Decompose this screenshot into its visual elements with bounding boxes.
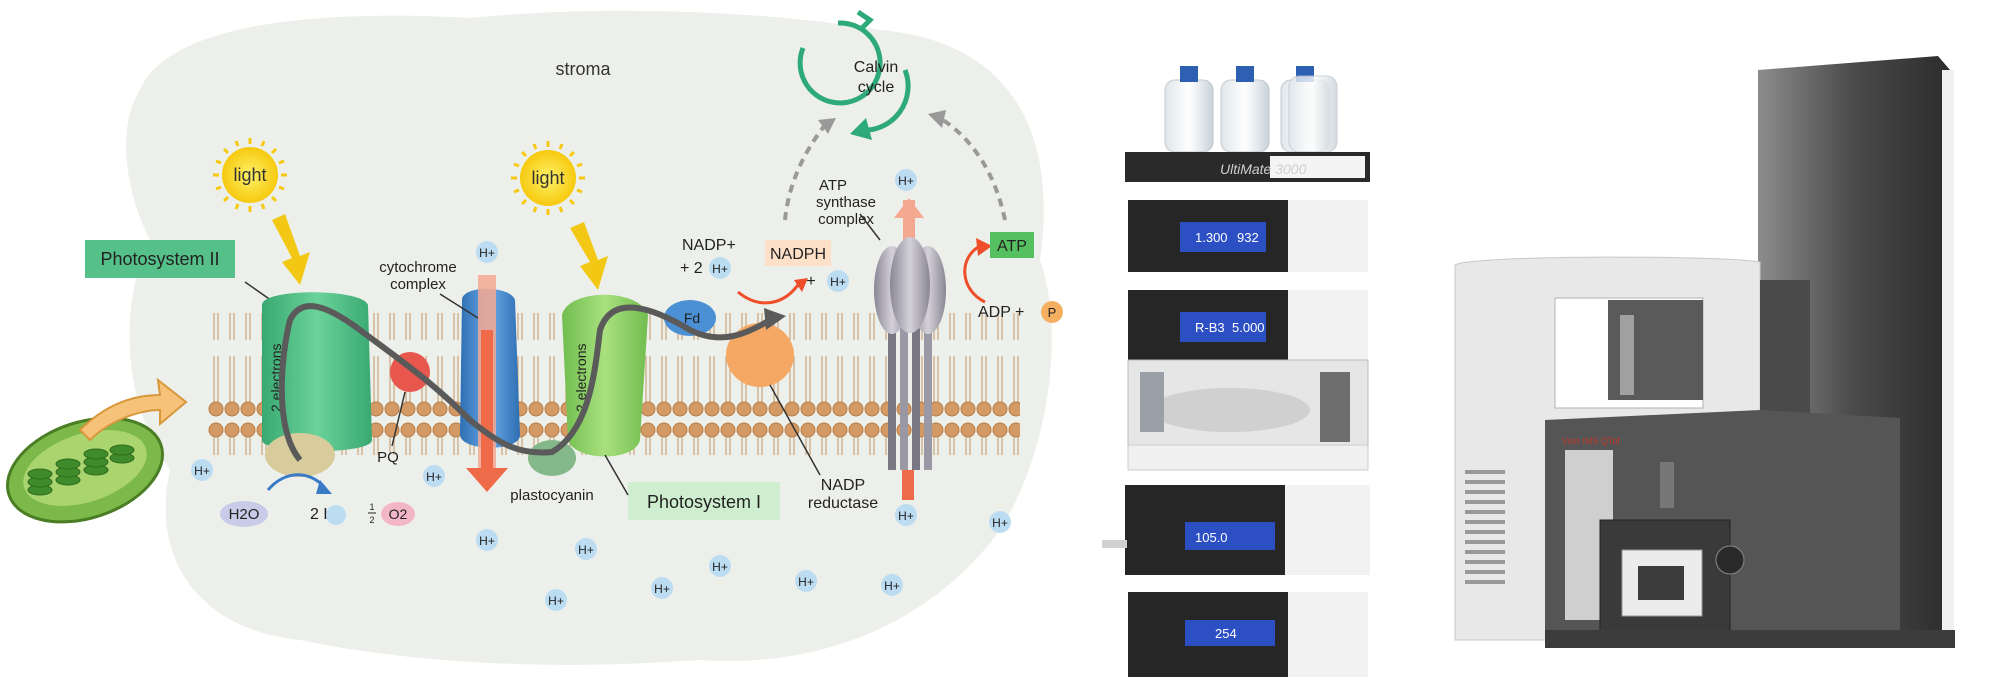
- light-arrow-2: [570, 222, 608, 290]
- atp-synthesis-arrow: [963, 244, 986, 304]
- hplc-system: UltiMate 3000 1.300 932 R-B3 5.000 105.0…: [1102, 66, 1370, 677]
- h-ion-group: H+ H+ H+ H+ H+ H+ H+ H+ H+ H+ H+ H+ H+: [191, 169, 1011, 611]
- o2-label: O2: [389, 506, 408, 522]
- o2-badge: [381, 502, 415, 526]
- atp-synthase-label-1: ATP: [819, 177, 847, 194]
- autosampler-display-1: R-B3: [1195, 320, 1225, 335]
- plastocyanin: [528, 440, 576, 476]
- pq-pointer: [391, 391, 406, 447]
- atp-label: ATP: [997, 238, 1027, 255]
- calvin-cycle: [797, 9, 911, 140]
- svg-text:H+: H+: [548, 594, 564, 608]
- calvin-cycle-label-1: Calvin: [854, 59, 898, 76]
- photosystem-ii-label: Photosystem II: [100, 249, 219, 269]
- calvin-cycle-label-2: cycle: [858, 79, 895, 96]
- phosphate-label: P: [1048, 305, 1057, 320]
- nadph-box: [765, 240, 831, 266]
- photosystem-i-label: Photosystem I: [647, 492, 761, 512]
- h2o-badge: [220, 501, 268, 527]
- nadp-plus-label: NADP+: [682, 237, 736, 254]
- nadph-label: NADPH: [770, 246, 826, 263]
- nadp-reductase-label-2: reductase: [808, 495, 878, 512]
- atp-box: [990, 232, 1034, 258]
- detector-display: 254: [1215, 626, 1237, 641]
- svg-text:H+: H+: [884, 579, 900, 593]
- adp-label: ADP +: [978, 304, 1024, 321]
- plus-label: +: [806, 273, 815, 290]
- h-ion-label: H+: [712, 262, 728, 276]
- ferredoxin: [664, 300, 716, 336]
- svg-text:H+: H+: [898, 174, 914, 188]
- fd-label: Fd: [684, 310, 700, 326]
- h2o-label: H2O: [229, 506, 260, 523]
- photosystem-ii-box: [85, 240, 235, 278]
- light-arrow-1: [272, 214, 310, 285]
- svg-text:H+: H+: [992, 516, 1008, 530]
- half-den: 2: [369, 515, 374, 525]
- light-label-1: light: [233, 165, 266, 185]
- svg-text:H+: H+: [194, 464, 210, 478]
- solvent-bottles: [1164, 66, 1338, 153]
- oxygen-evolving-complex: [265, 433, 335, 477]
- pq-label: PQ: [377, 449, 399, 466]
- atp-to-calvin-arrow: [938, 116, 1007, 221]
- electron-path: [278, 303, 772, 462]
- autosampler-display-2: 5.000: [1232, 320, 1265, 335]
- svg-text:H+: H+: [898, 509, 914, 523]
- svg-text:H+: H+: [479, 534, 495, 548]
- nadp-reductase: [726, 323, 794, 387]
- nadp-reduction-arrow: [737, 281, 802, 305]
- nadp-reductase-pointer: [769, 384, 821, 476]
- svg-text:H+: H+: [578, 543, 594, 557]
- photosystem-i-box: [628, 482, 780, 520]
- atp-synthase: [874, 237, 946, 470]
- svg-text:H+: H+: [479, 246, 495, 260]
- electrons-label-2: 2 electrons: [573, 344, 589, 412]
- atp-synthase-pointer: [859, 213, 881, 241]
- chloroplast-icon: [5, 416, 165, 524]
- atp-synthase-label-2: synthase: [816, 194, 876, 211]
- lc-brand-label: UltiMate 3000: [1220, 161, 1307, 177]
- pump-display-2: 932: [1237, 230, 1259, 245]
- proton-arrow-down: [466, 468, 508, 492]
- svg-text:H+: H+: [654, 582, 670, 596]
- svg-text:H+: H+: [798, 575, 814, 589]
- phosphate-circle: [1041, 301, 1063, 323]
- nadp-reductase-label-1: NADP: [821, 477, 865, 494]
- atp-synthase-label-3: complex: [818, 211, 874, 228]
- cytochrome-label-1: cytochrome: [379, 259, 457, 276]
- light-label-2: light: [531, 168, 564, 188]
- sun-icon: [511, 141, 585, 215]
- stroma-label: stroma: [555, 59, 611, 79]
- column-display: 105.0: [1195, 530, 1228, 545]
- cytochrome-label-2: complex: [390, 276, 446, 293]
- h-ion-label: H+: [830, 275, 846, 289]
- plastocyanin-label: plastocyanin: [510, 487, 593, 504]
- half-num: 1: [369, 502, 374, 512]
- photosystem-i-pointer: [604, 454, 629, 496]
- cytochrome-pointer: [439, 293, 479, 319]
- mass-spectrometer: Vion IMS QTof: [1454, 56, 1955, 648]
- zoom-arrow: [78, 377, 188, 442]
- pump-display-1: 1.300: [1195, 230, 1228, 245]
- svg-text:H+: H+: [712, 560, 728, 574]
- ms-brand-label: Vion IMS QTof: [1562, 436, 1620, 446]
- two-h-label: + 2: [680, 260, 703, 277]
- svg-text:H+: H+: [426, 470, 442, 484]
- sun-icon: [213, 138, 287, 212]
